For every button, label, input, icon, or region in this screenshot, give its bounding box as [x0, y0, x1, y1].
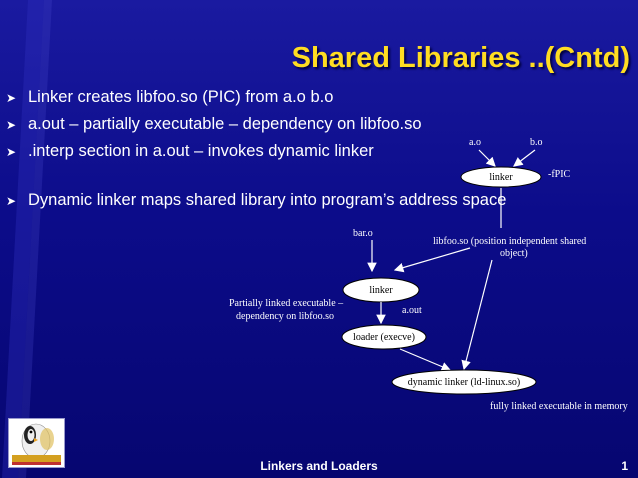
bullet-item: ➤ a.out – partially executable – dependen…: [2, 115, 422, 134]
libfoo-label-line2: object): [500, 248, 528, 259]
b-o-label: b.o: [530, 137, 543, 148]
bullet-text: a.out – partially executable – dependenc…: [28, 115, 422, 133]
arrow-a-o-to-linker: [478, 149, 496, 167]
linker-node-top: [460, 166, 542, 188]
bullet-text: Dynamic linker maps shared library into …: [28, 191, 507, 209]
bullet-text: Linker creates libfoo.so (PIC) from a.o …: [28, 88, 334, 106]
bullet-item: ➤ Dynamic linker maps shared library into…: [2, 191, 506, 210]
arrow-loader-to-dynamic-linker: [399, 348, 452, 372]
bullet-arrow-icon: ➤: [6, 118, 17, 132]
bullet-arrow-icon: ➤: [6, 91, 17, 105]
footer-title: Linkers and Loaders: [260, 459, 378, 473]
bullet-text: .interp section in a.out – invokes dynam…: [28, 142, 374, 160]
bullet-item: ➤ .interp section in a.out – invokes dyna…: [2, 142, 374, 161]
a-o-label: a.o: [469, 137, 481, 148]
libfoo-label-line1: libfoo.so (position independent shared: [433, 236, 586, 247]
page-number: 1: [621, 459, 628, 473]
linker-mid-label: linker: [369, 285, 393, 296]
arrow-libfoo-to-dynamic-linker: [461, 259, 493, 371]
arrow-b-o-to-linker: [513, 149, 536, 167]
linker-top-label: linker: [489, 172, 513, 183]
bar-o-label: bar.o: [353, 228, 373, 239]
bullet-item: ➤ Linker creates libfoo.so (PIC) from a.o…: [2, 88, 333, 107]
a-out-label: a.out: [402, 305, 422, 316]
slide-title: Shared Libraries ..(Cntd): [291, 42, 630, 74]
penguin-logo-icon: [12, 423, 61, 465]
fully-linked-label: fully linked executable in memory: [490, 401, 628, 412]
fpic-label: -fPIC: [548, 169, 571, 180]
conference-logo: [8, 418, 65, 468]
partial-label-line1: Partially linked executable –: [229, 298, 344, 309]
loader-label: loader (execve): [353, 332, 415, 343]
bullet-arrow-icon: ➤: [6, 145, 17, 159]
loader-node: [341, 324, 427, 350]
arrow-libfoo-to-linker: [393, 247, 471, 273]
dynamic-linker-node: [391, 369, 537, 395]
dynamic-linker-label: dynamic linker (ld-linux.so): [408, 377, 520, 388]
partial-label-line2: dependency on libfoo.so: [236, 311, 334, 322]
bullet-arrow-icon: ➤: [6, 194, 17, 208]
